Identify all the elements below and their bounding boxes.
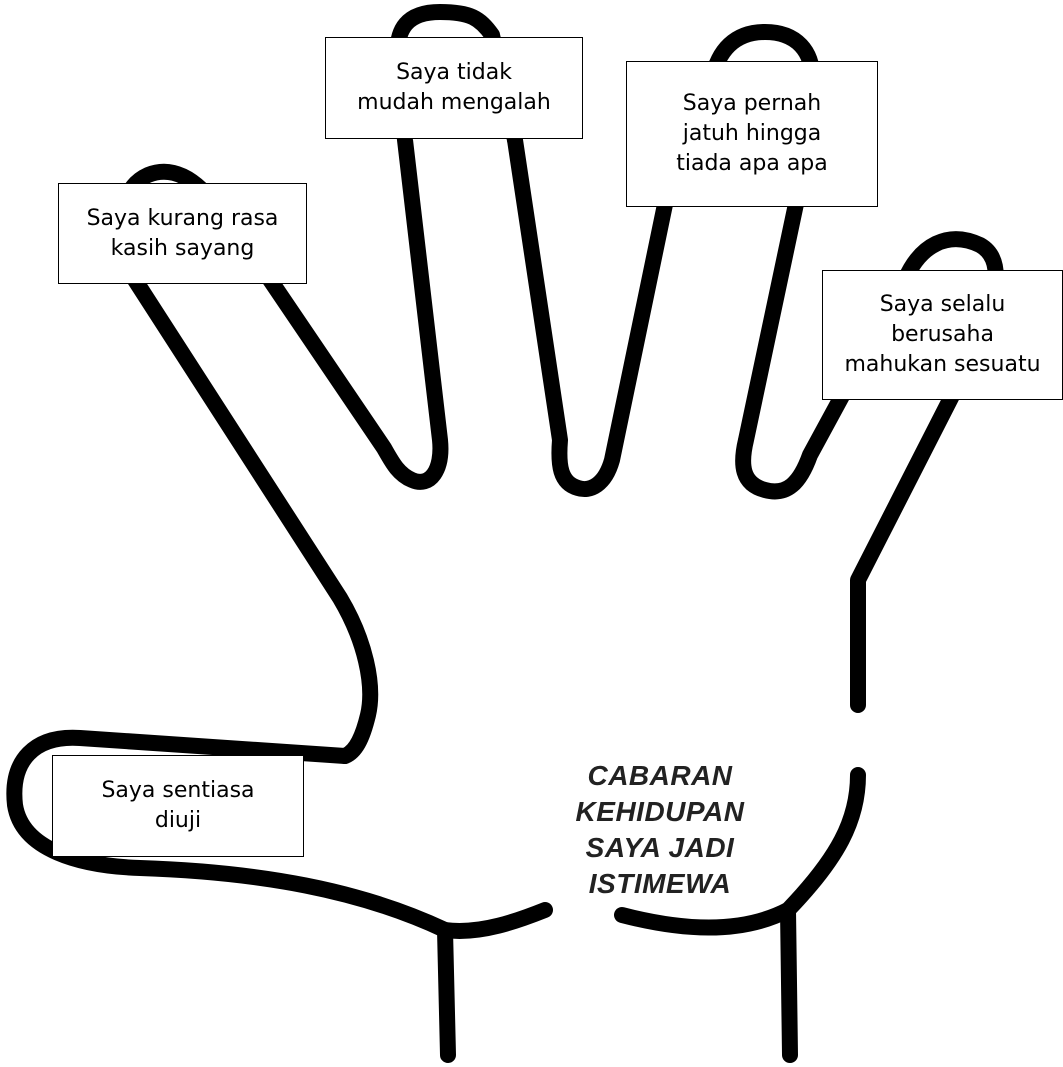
palm-title: CABARAN KEHIDUPAN SAYA JADI ISTIMEWA [575, 760, 745, 899]
pinky-outline [735, 177, 1004, 713]
pinky-finger-label-box: Saya selalu berusaha mahukan sesuatu [822, 270, 1063, 400]
wrist-right-outline [614, 902, 796, 936]
middle-finger-label-box: Saya tidak mudah mengalah [325, 37, 583, 139]
thumb-label: Saya sentiasa diuji [101, 778, 255, 833]
thumb-label-box: Saya sentiasa diuji [52, 755, 304, 857]
index-finger-label: Saya kurang rasa kasih sayang [86, 205, 279, 261]
index-finger-label-box: Saya kurang rasa kasih sayang [58, 183, 307, 284]
palm-right-lower [780, 767, 866, 918]
wrist-right-stem [780, 902, 798, 1063]
pinky-finger-label: Saya selalu berusaha mahukan sesuatu [844, 292, 1041, 377]
middle-finger-label: Saya tidak mudah mengalah [357, 60, 551, 115]
ring-finger-label: Saya pernah jatuh hingga tiada apa apa [676, 91, 828, 176]
wrist-left-outline [437, 902, 553, 939]
thumb-outline [6, 729, 456, 1063]
ring-finger-label-box: Saya pernah jatuh hingga tiada apa apa [626, 61, 878, 207]
